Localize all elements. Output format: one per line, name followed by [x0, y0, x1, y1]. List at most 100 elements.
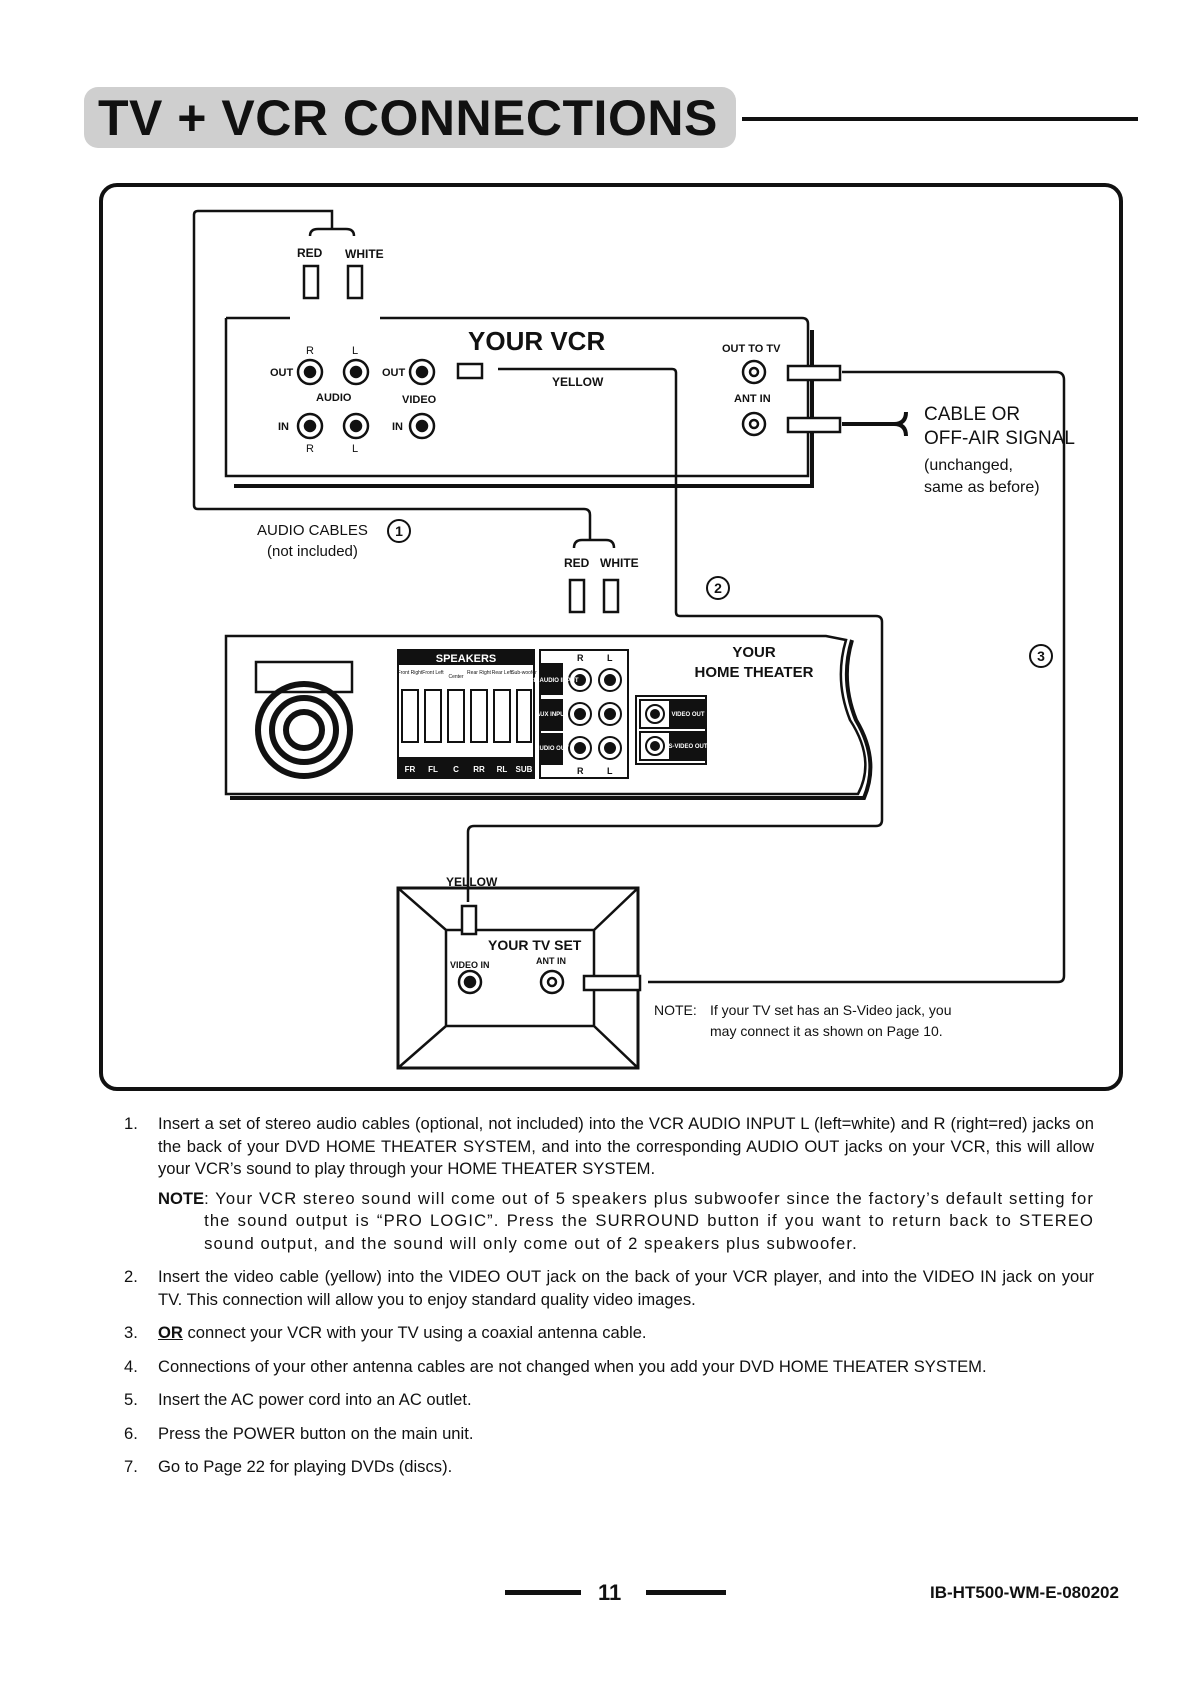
- title-rule: [742, 117, 1138, 121]
- ht-white-plug: [602, 578, 620, 614]
- list-item: 2. Insert the video cable (yellow) into …: [124, 1267, 1094, 1309]
- ht-title-line2: HOME THEATER: [695, 664, 814, 681]
- video-out-label: VIDEO OUT: [671, 712, 704, 718]
- vcr-yellow-label: YELLOW: [552, 375, 604, 389]
- note-text: : Your VCR stereo sound will come out of…: [204, 1188, 1094, 1253]
- spk-rl: RL: [497, 765, 508, 774]
- vcr-audio-l: L: [352, 345, 358, 357]
- speakers-label: SPEAKERS: [436, 653, 497, 665]
- ant-in-label: ANT IN: [734, 393, 771, 405]
- spk-sub: SUB: [516, 765, 533, 774]
- out-to-tv-label: OUT TO TV: [722, 343, 781, 355]
- svideo-out-label: S-VIDEO OUT: [668, 744, 707, 750]
- vcr-video-plug: [456, 362, 484, 380]
- step-3-marker: [1029, 644, 1053, 668]
- vcr-video-label: VIDEO: [402, 394, 437, 406]
- list-item: 7. Go to Page 22 for playing DVDs (discs…: [124, 1457, 453, 1476]
- vcr-audio-r: R: [306, 345, 314, 357]
- tv-video-plug: [460, 904, 478, 936]
- list-item: 3. OR connect your VCR with your TV usin…: [124, 1323, 647, 1342]
- aux-input-label: AUX INPUT: [536, 712, 569, 718]
- vcr-in-r: R: [306, 443, 314, 455]
- note-line1: If your TV set has an S-Video jack, you: [710, 1002, 952, 1018]
- note-line2: may connect it as shown on Page 10.: [710, 1023, 943, 1039]
- spk-front-left: Front Left: [422, 670, 444, 676]
- list-item: 1. Insert a set of stereo audio cables (…: [124, 1114, 1094, 1178]
- step-2-label: 2: [714, 580, 722, 596]
- vcr-video-out-label: OUT: [382, 367, 406, 379]
- not-included-label: (not included): [267, 543, 358, 560]
- unchanged-line1: (unchanged,: [924, 457, 1013, 474]
- vcr-audio-cable-join: [308, 227, 356, 237]
- audio-out-label: AUDIO OUT: [535, 746, 569, 752]
- footer-rule-left: [505, 1590, 581, 1595]
- spk-center: Center: [448, 674, 463, 680]
- ht-body: [224, 634, 867, 796]
- list-item: 5. Insert the AC power cord into an AC o…: [124, 1390, 472, 1409]
- ht-red-plug: [568, 578, 586, 614]
- tv-title: YOUR TV SET: [488, 937, 582, 953]
- audio-cables-label: AUDIO CABLES: [257, 522, 368, 539]
- tv-yellow-label: YELLOW: [446, 875, 498, 889]
- step-1-label: 1: [395, 523, 403, 539]
- step-3-label: 3: [1037, 648, 1045, 664]
- vcr-red-plug: [302, 264, 320, 300]
- spk-rear-left: Rear Left: [492, 670, 513, 676]
- vcr-white-label: WHITE: [345, 247, 384, 261]
- page-number: 11: [598, 1580, 622, 1605]
- spk-rear-right: Rear Right: [467, 670, 492, 676]
- ht-r-top: R: [577, 653, 584, 663]
- instructions-list: 1. Insert a set of stereo audio cables (…: [124, 1113, 1094, 1490]
- note-label: NOTE: [158, 1188, 205, 1208]
- tv-video-in-label: VIDEO IN: [450, 960, 490, 970]
- tv-ant-in-label: ANT IN: [536, 956, 566, 966]
- footer-rule-right: [646, 1590, 726, 1595]
- spk-front-right: Front Right: [398, 670, 423, 676]
- spk-subwoofer: Sub-woofer: [511, 670, 537, 676]
- ht-title-line1: YOUR: [732, 644, 776, 661]
- ht-l-top: L: [607, 653, 613, 663]
- coax-cable-line: [648, 370, 1066, 984]
- vcr-title: YOUR VCR: [468, 326, 605, 356]
- vcr-out-label: OUT: [270, 367, 294, 379]
- ht-r-bottom: R: [577, 766, 584, 776]
- ht-fan: [255, 681, 353, 779]
- instruction-note: NOTE : Your VCR stereo sound will come o…: [158, 1188, 1094, 1256]
- step-2-marker: [706, 576, 730, 600]
- page-title: TV + VCR CONNECTIONS: [98, 90, 718, 146]
- spk-rr: RR: [473, 765, 485, 774]
- document-code: IB-HT500-WM-E-080202: [930, 1583, 1119, 1602]
- vcr-video-in-label: IN: [392, 421, 403, 433]
- coax-plug-tv: [582, 974, 642, 992]
- vcr-white-plug: [346, 264, 364, 300]
- coax-plug-out: [786, 364, 842, 382]
- vcr-audio-input-label: VCR AUDIO INPUT: [525, 678, 578, 684]
- list-item: 4. Connections of your other antenna cab…: [124, 1356, 987, 1376]
- audio-cable-line: [192, 209, 592, 540]
- unchanged-line2: same as before): [924, 479, 1040, 496]
- vcr-audio-label: AUDIO: [316, 392, 352, 404]
- ht-red-label: RED: [564, 556, 590, 570]
- coax-plug-in: [786, 416, 842, 434]
- spk-fr: FR: [405, 765, 416, 774]
- ht-audio-cable-join: [572, 538, 616, 549]
- ht-white-label: WHITE: [600, 556, 639, 570]
- ht-l-bottom: L: [607, 766, 613, 776]
- spk-c: C: [453, 765, 459, 774]
- title-banner: [84, 87, 736, 148]
- speaker-terminals: [397, 649, 535, 779]
- note-label: NOTE:: [654, 1002, 697, 1018]
- cable-signal-line1: CABLE OR: [924, 404, 1020, 425]
- list-item: 6. Press the POWER button on the main un…: [124, 1423, 474, 1443]
- vcr-in-l: L: [352, 443, 358, 455]
- vcr-in-label: IN: [278, 421, 289, 433]
- ht-vent: [254, 660, 354, 694]
- spk-fl: FL: [428, 765, 438, 774]
- video-cable-line: [466, 367, 884, 902]
- cable-signal-line2: OFF-AIR SIGNAL: [924, 428, 1075, 449]
- step-1-marker: [387, 519, 411, 543]
- vcr-red-label: RED: [297, 246, 323, 260]
- or-emphasis: OR: [158, 1323, 183, 1342]
- diagram-frame: [99, 183, 1123, 1091]
